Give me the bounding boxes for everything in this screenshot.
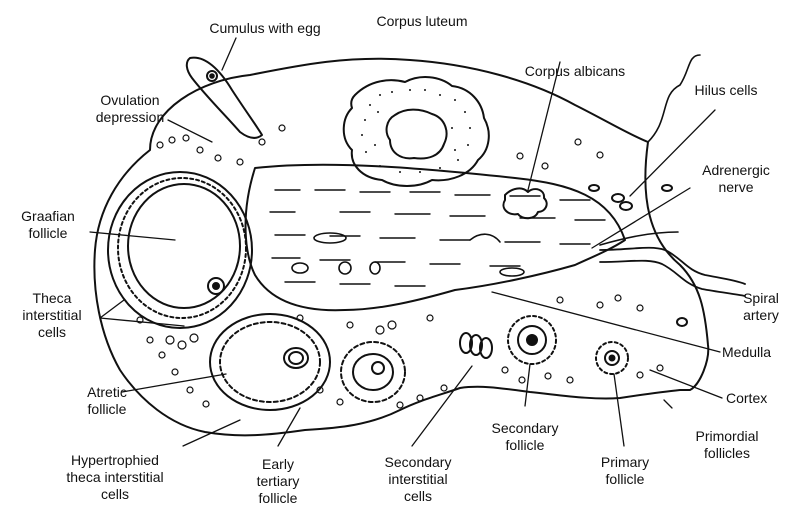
corpus-luteum-core [387, 110, 447, 159]
label-secondary-interstitial-cells: Secondary interstitial cells [358, 454, 478, 505]
corpus-albicans [503, 188, 546, 218]
label-hypertrophied-theca-interstitial-cells: Hypertrophied theca interstitial cells [30, 452, 200, 503]
label-spiral-artery: Spiral artery [732, 290, 790, 324]
label-cumulus-with-egg: Cumulus with egg [190, 20, 340, 37]
graafian-follicle-outer [108, 172, 252, 328]
graafian-follicle-granulosa [118, 178, 246, 318]
label-adrenergic-nerve: Adrenergic nerve [684, 162, 788, 196]
medulla-vessels [292, 233, 524, 276]
label-medulla: Medulla [722, 344, 788, 361]
medulla-hatching [270, 190, 605, 286]
spiral-artery [600, 248, 745, 284]
label-atretic-follicle: Atretic follicle [60, 384, 154, 418]
medulla-region [246, 165, 625, 310]
label-primary-follicle: Primary follicle [575, 454, 675, 488]
label-cortex: Cortex [726, 390, 786, 407]
label-graafian-follicle: Graafian follicle [4, 208, 92, 242]
label-ovulation-depression: Ovulation depression [70, 92, 190, 126]
cumulus-with-egg [187, 58, 262, 138]
label-hilus-cells: Hilus cells [676, 82, 776, 99]
label-secondary-follicle: Secondary follicle [470, 420, 580, 454]
label-primordial-follicles: Primordial follicles [672, 428, 782, 462]
label-corpus-luteum: Corpus luteum [352, 13, 492, 30]
secondary-interstitial-cells [460, 333, 492, 358]
label-early-tertiary-follicle: Early tertiary follicle [228, 456, 328, 507]
label-theca-interstitial-cells: Theca interstitial cells [4, 290, 100, 341]
atretic-follicle [210, 314, 330, 410]
label-corpus-albicans: Corpus albicans [505, 63, 645, 80]
corpus-luteum-stipple [361, 89, 471, 173]
